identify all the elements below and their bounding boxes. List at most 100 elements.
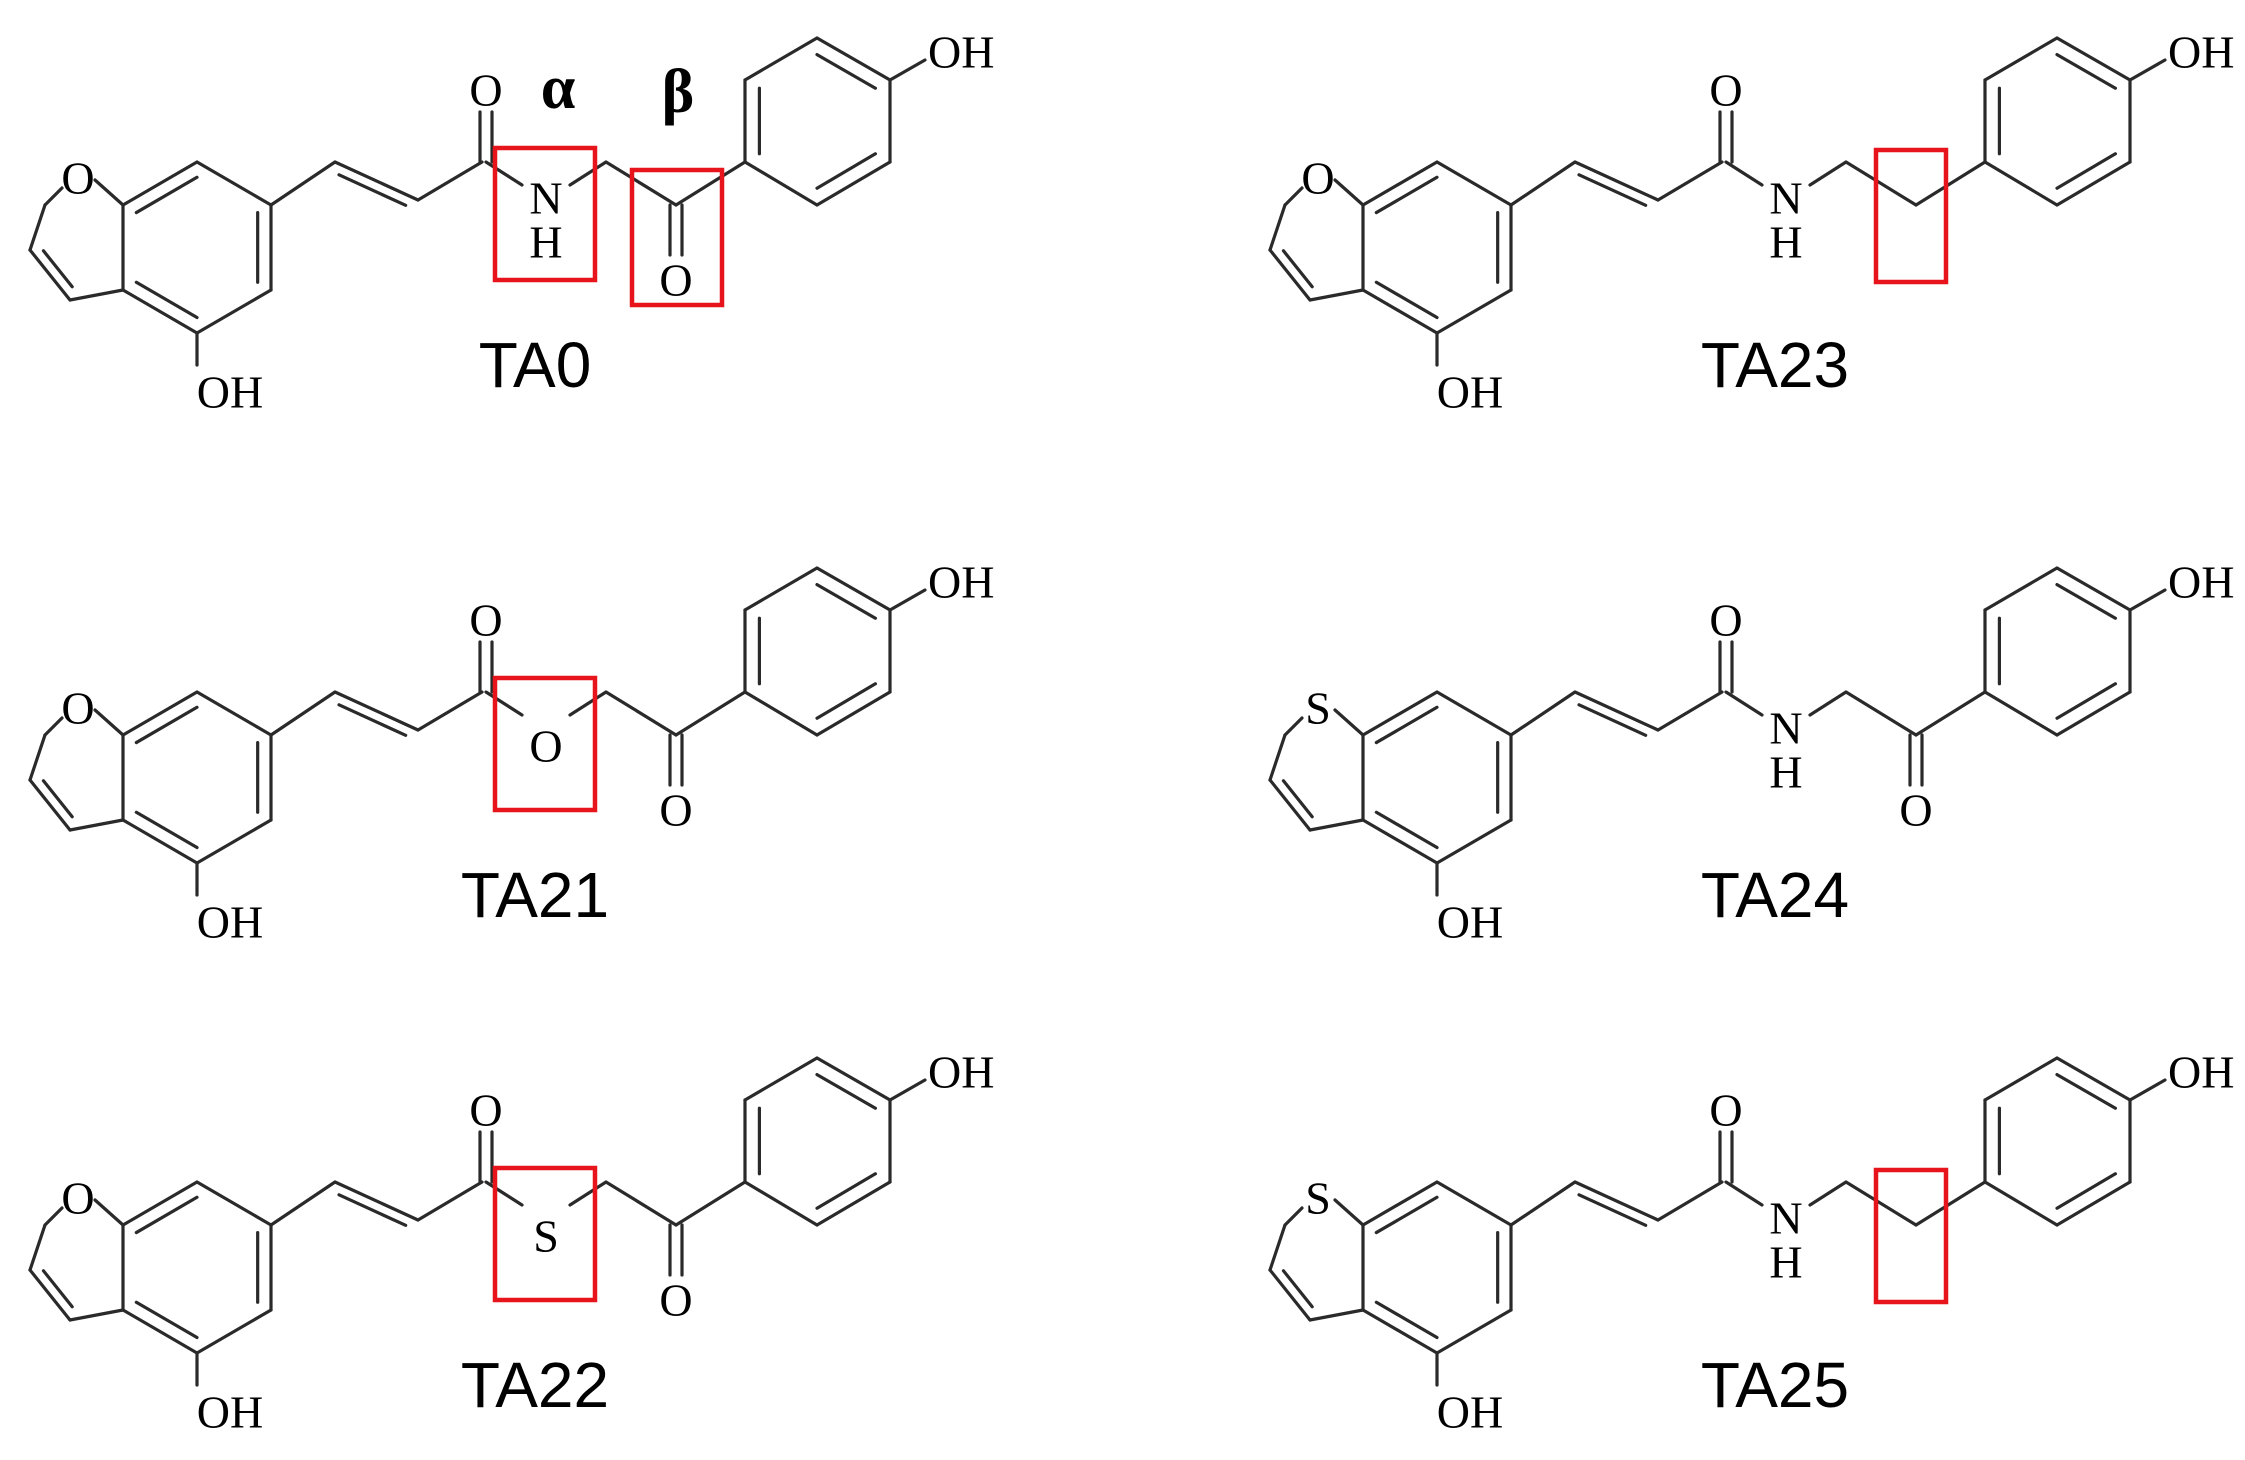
chain-bond bbox=[269, 690, 337, 737]
core-ring-bond bbox=[1435, 1308, 1513, 1355]
carbonyl-oxygen-atom: O bbox=[469, 595, 502, 646]
chain-bond bbox=[568, 1180, 608, 1207]
chain-bond bbox=[1509, 1180, 1577, 1227]
hydrogen-atom: H bbox=[529, 217, 562, 268]
chain-bond bbox=[1808, 1180, 1848, 1207]
core-ring-bond bbox=[195, 690, 273, 737]
core-hydroxyl-label: OH bbox=[197, 1387, 263, 1438]
phenyl-ring-bond bbox=[1983, 566, 2059, 612]
core-ring-bond bbox=[1374, 280, 1439, 320]
chain-bond bbox=[568, 160, 608, 187]
beta-label: β bbox=[662, 58, 695, 126]
core-hydroxyl-label: OH bbox=[197, 367, 263, 418]
five-ring-bond bbox=[1283, 1206, 1304, 1227]
alkene-bond bbox=[337, 1193, 408, 1227]
carbonyl-oxygen-atom: O bbox=[1709, 1085, 1742, 1136]
core-ring-bond bbox=[1361, 1180, 1439, 1227]
phenyl-ring-bond bbox=[1983, 160, 2059, 207]
chain-bond bbox=[674, 1180, 747, 1227]
alkene-bond bbox=[1573, 160, 1660, 202]
phenyl-ring-bond bbox=[815, 1180, 892, 1227]
ring-oxygen-atom: O bbox=[61, 1173, 94, 1224]
chain-bond bbox=[269, 1180, 337, 1227]
core-hydroxyl-label: OH bbox=[197, 897, 263, 948]
alkene-bond bbox=[333, 690, 420, 732]
ring-sulfur-atom: S bbox=[1305, 683, 1331, 734]
chain-bond bbox=[484, 1180, 524, 1207]
core-ring-bond bbox=[121, 690, 199, 737]
alkene-bond bbox=[333, 1180, 420, 1222]
five-ring-bond bbox=[1333, 1198, 1365, 1227]
ring-sulfur-atom: S bbox=[1305, 1173, 1331, 1224]
core-ring-bond bbox=[1435, 690, 1513, 737]
phenyl-ring-bond bbox=[815, 582, 878, 620]
ketone-oxygen-atom: O bbox=[659, 1275, 692, 1326]
five-ring-bond bbox=[1333, 708, 1365, 737]
five-ring-bond bbox=[93, 1198, 125, 1227]
carbonyl-oxygen-atom: O bbox=[1709, 595, 1742, 646]
chain-bond bbox=[1914, 1180, 1987, 1227]
phenyl-hydroxyl-label: OH bbox=[2168, 1047, 2234, 1098]
chain-bond bbox=[416, 1180, 484, 1222]
hydroxyl-bond bbox=[888, 58, 927, 82]
ketone-oxygen-atom: O bbox=[1899, 785, 1932, 836]
core-ring-bond bbox=[1361, 818, 1439, 865]
phenyl-ring-bond bbox=[743, 566, 819, 612]
phenyl-hydroxyl-label: OH bbox=[928, 27, 994, 78]
core-ring-bond bbox=[134, 705, 199, 745]
chain-bond bbox=[1656, 1180, 1724, 1222]
chain-bond bbox=[1509, 160, 1577, 207]
alkene-bond bbox=[1577, 703, 1648, 737]
hydroxyl-bond bbox=[888, 588, 927, 612]
core-ring-bond bbox=[1435, 288, 1513, 335]
chain-bond bbox=[674, 160, 747, 207]
five-ring-bond bbox=[1308, 818, 1365, 832]
compound-label: TA24 bbox=[1701, 859, 1849, 931]
ring-oxygen-atom: O bbox=[61, 153, 94, 204]
five-ring-bond bbox=[41, 249, 74, 289]
phenyl-ring-bond bbox=[2055, 1180, 2132, 1227]
highlight-box-carbonyl bbox=[629, 167, 725, 308]
five-ring-bond bbox=[93, 178, 125, 207]
core-ring-bond bbox=[134, 1300, 199, 1340]
phenyl-ring-bond bbox=[2055, 160, 2132, 207]
core-ring-bond bbox=[1374, 705, 1439, 745]
five-ring-bond bbox=[28, 1268, 72, 1322]
carbonyl-oxygen-atom: O bbox=[1709, 65, 1742, 116]
chain-bond bbox=[1724, 1180, 1764, 1207]
ketone-oxygen-atom: O bbox=[659, 785, 692, 836]
phenyl-ring-bond bbox=[815, 682, 878, 720]
core-ring-bond bbox=[1361, 288, 1439, 335]
hydrogen-atom: H bbox=[1769, 747, 1802, 798]
core-ring-bond bbox=[121, 288, 199, 335]
highlight-box-ethylene bbox=[1873, 147, 1949, 285]
hydrogen-atom: H bbox=[1769, 1237, 1802, 1288]
core-ring-bond bbox=[195, 1180, 273, 1227]
carbonyl-oxygen-atom: O bbox=[469, 65, 502, 116]
phenyl-ring-bond bbox=[815, 690, 892, 737]
phenyl-ring-bond bbox=[815, 152, 878, 190]
five-ring-bond bbox=[1268, 1268, 1312, 1322]
core-ring-bond bbox=[1374, 175, 1439, 215]
core-ring-bond bbox=[121, 1180, 199, 1227]
five-ring-bond bbox=[68, 818, 125, 832]
chain-bond bbox=[1656, 160, 1724, 202]
five-ring-bond bbox=[1283, 186, 1304, 207]
core-ring-bond bbox=[121, 160, 199, 207]
five-ring-bond bbox=[28, 203, 47, 252]
nitrogen-atom: N bbox=[1769, 703, 1802, 754]
ring-oxygen-atom: O bbox=[1301, 153, 1334, 204]
five-ring-bond bbox=[1308, 1308, 1365, 1322]
five-ring-bond bbox=[1281, 779, 1314, 819]
phenyl-ring-bond bbox=[2055, 1056, 2132, 1102]
five-ring-bond bbox=[1308, 288, 1365, 302]
chain-bond bbox=[484, 160, 524, 187]
core-ring-bond bbox=[1361, 690, 1439, 737]
core-ring-bond bbox=[1435, 818, 1513, 865]
compound-label: TA23 bbox=[1701, 329, 1849, 401]
alkene-bond bbox=[1577, 173, 1648, 207]
phenyl-ring-bond bbox=[2055, 36, 2132, 82]
